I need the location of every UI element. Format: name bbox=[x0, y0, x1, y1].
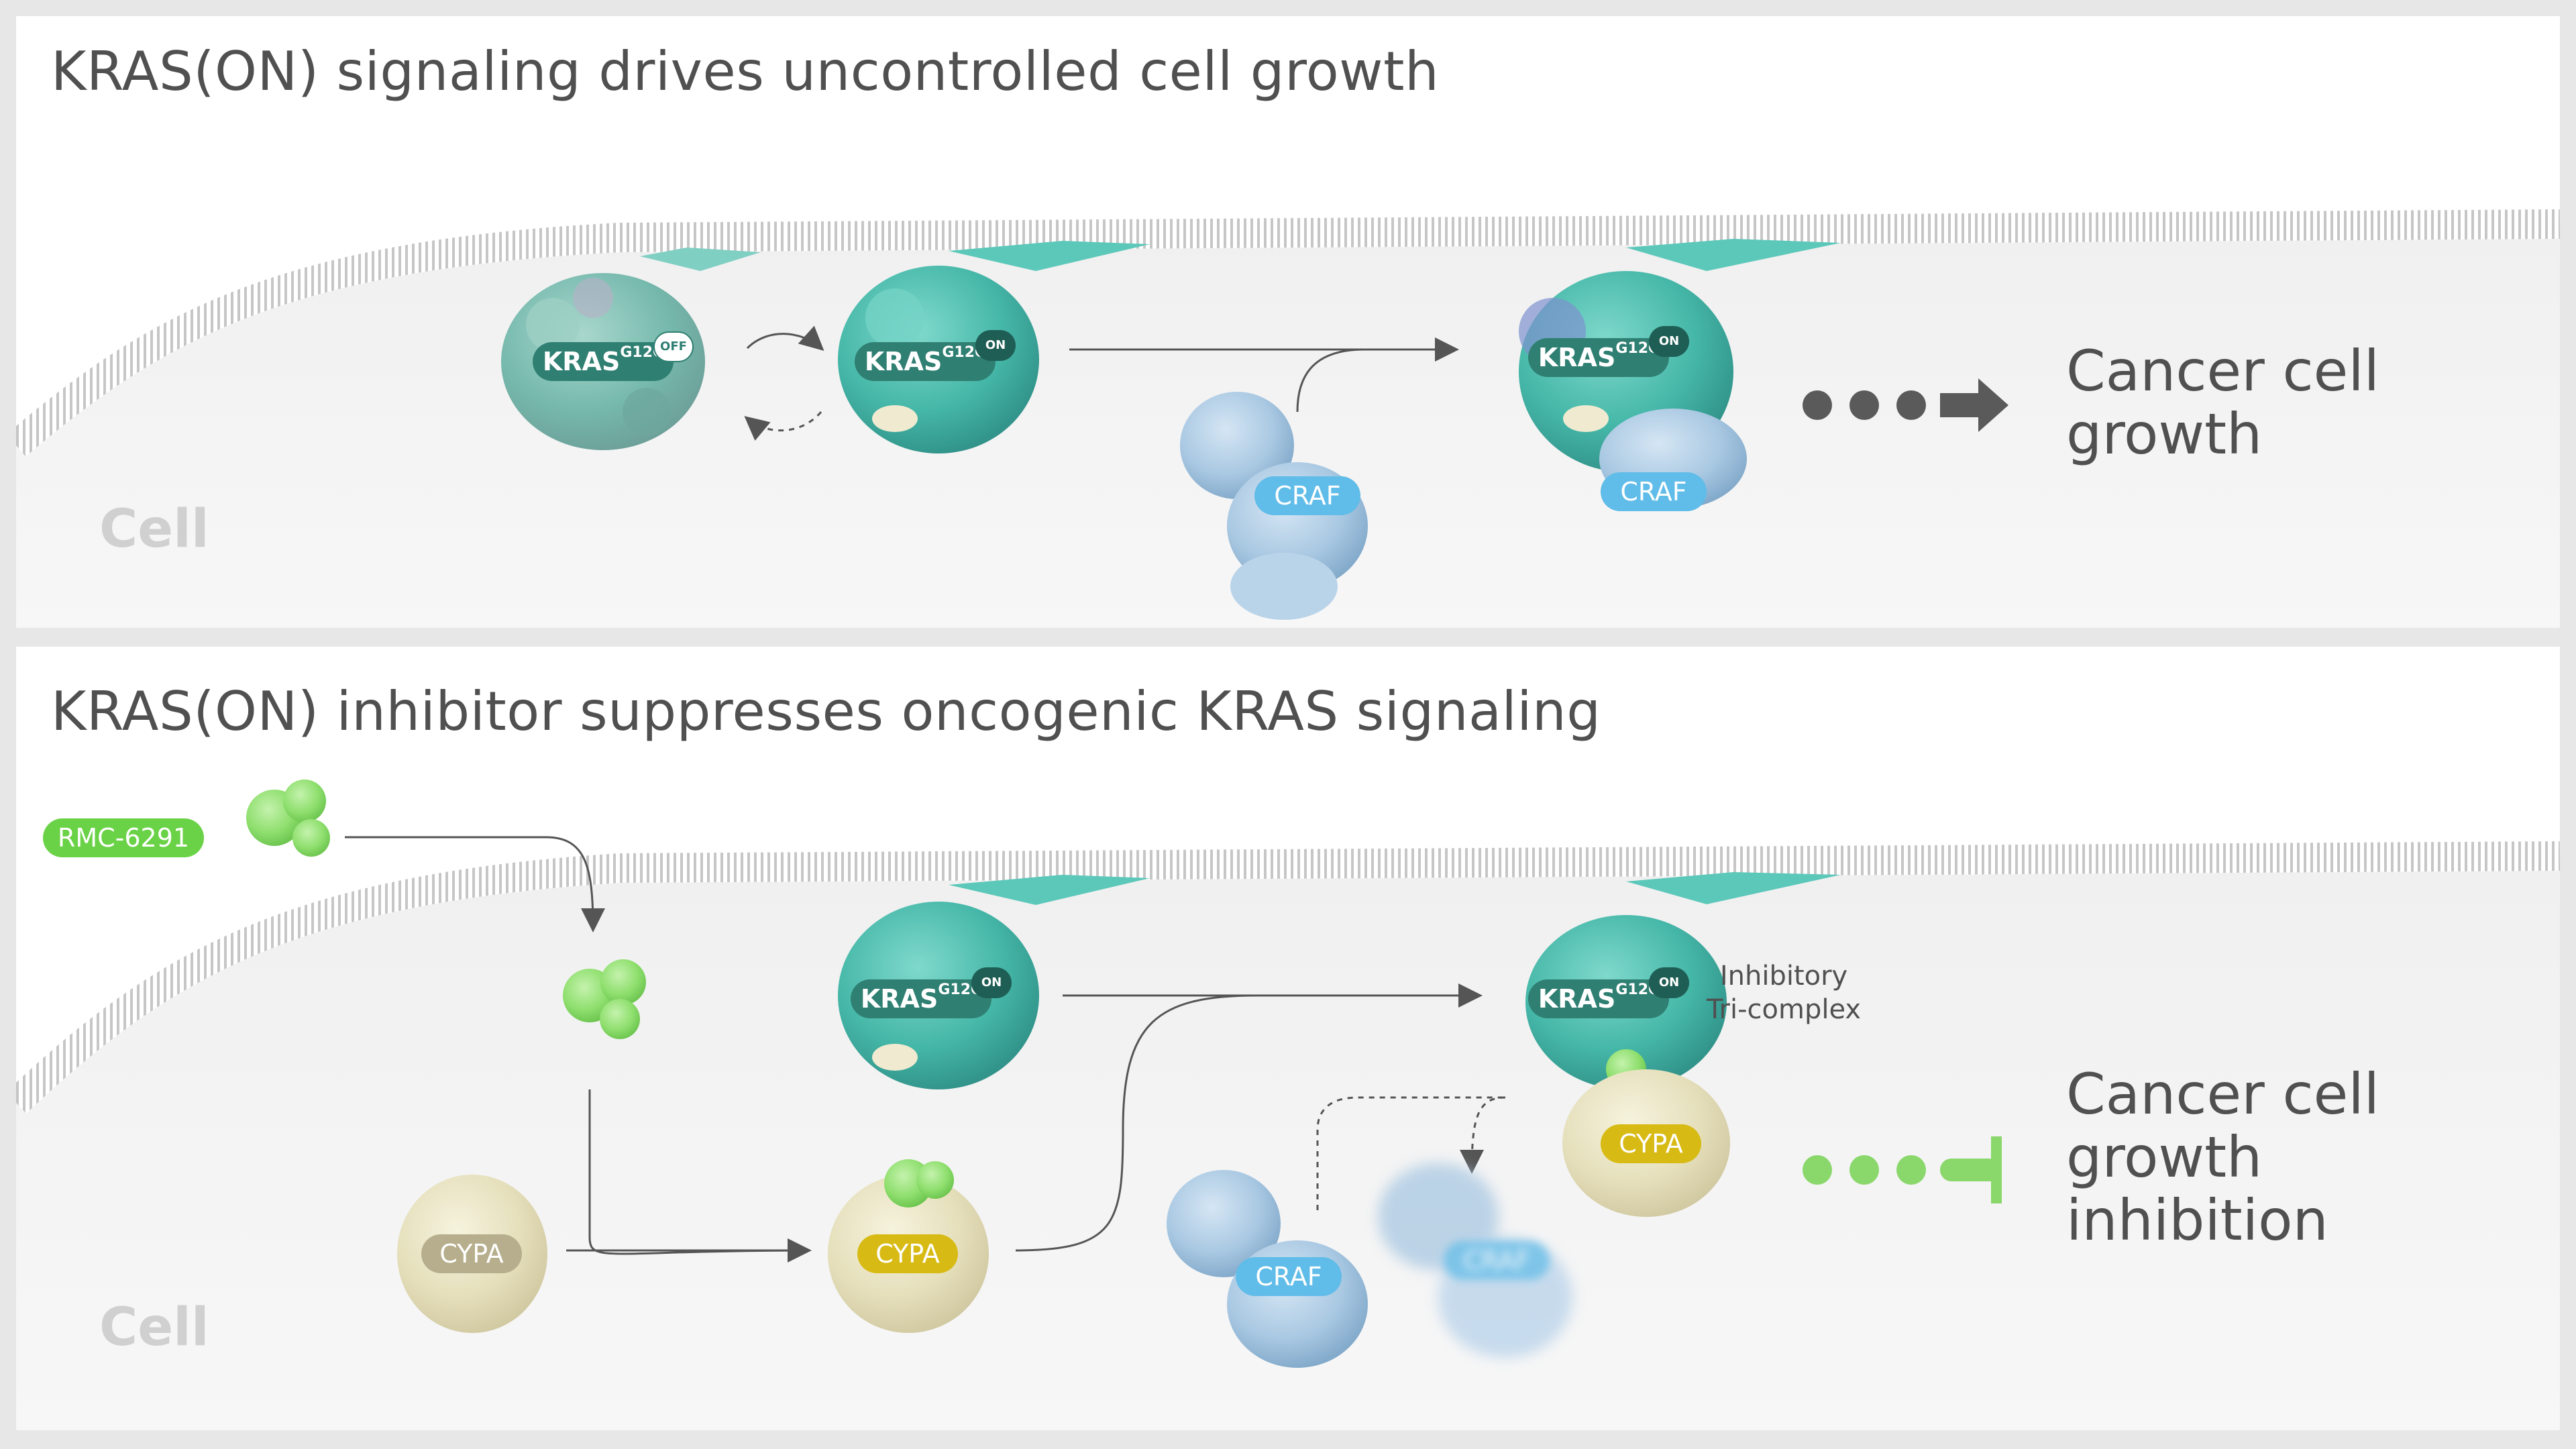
cypa-recruit-arrow bbox=[1015, 994, 1258, 1252]
kras-on-label: KRASG12C bbox=[851, 979, 991, 1018]
panel-bottom-diagram bbox=[16, 780, 2560, 1430]
cypa-complex-label: CYPA bbox=[1601, 1124, 1701, 1163]
panel-kras-inhibitor: KRAS(ON) inhibitor suppresses oncogenic … bbox=[16, 647, 2560, 1430]
kras-mutation: G12C bbox=[1615, 340, 1660, 357]
panel-top-diagram bbox=[16, 209, 2560, 628]
outcome-text: Cancer cell growth inhibition bbox=[2066, 1063, 2379, 1252]
outcome-line: growth bbox=[2066, 1124, 2263, 1190]
rmc-6291-molecule bbox=[246, 780, 330, 857]
tri-complex-annotation: Inhibitory Tri-complex bbox=[1707, 959, 1861, 1026]
annotation-line: Tri-complex bbox=[1707, 994, 1862, 1025]
on-badge: ON bbox=[1649, 326, 1689, 357]
activation-arrow bbox=[746, 325, 824, 352]
cell-membrane bbox=[16, 209, 2560, 457]
kras-mutation: G12C bbox=[938, 981, 982, 998]
cypa-free-label: CYPA bbox=[421, 1234, 522, 1273]
kras-name: KRAS bbox=[864, 347, 943, 376]
kras-name: KRAS bbox=[1538, 984, 1616, 1014]
inhibition-signal-icon bbox=[1803, 1136, 2002, 1203]
cypa-bound-label: CYPA bbox=[857, 1234, 958, 1273]
kras-mutation: G12C bbox=[1615, 981, 1660, 998]
outcome-line: inhibition bbox=[2066, 1187, 2328, 1253]
cell-membrane bbox=[16, 841, 2560, 1114]
kras-name: KRAS bbox=[1538, 343, 1616, 372]
cell-label: Cell bbox=[99, 499, 209, 559]
panel-kras-signaling: KRAS(ON) signaling drives uncontrolled c… bbox=[16, 16, 2560, 628]
craf-label: CRAF bbox=[1236, 1257, 1342, 1296]
outcome-line: Cancer cell bbox=[2066, 1061, 2380, 1127]
on-badge: ON bbox=[1649, 967, 1689, 998]
blocked-binding-arrow bbox=[1460, 1096, 1506, 1174]
off-badge: OFF bbox=[653, 331, 694, 362]
craf-blocked-label: CRAF bbox=[1444, 1241, 1550, 1280]
cell-interior bbox=[16, 856, 2560, 1430]
kras-mutation: G12C bbox=[620, 344, 664, 361]
craf-bound-label: CRAF bbox=[1601, 472, 1707, 511]
on-badge: ON bbox=[971, 967, 1012, 998]
panel-title: KRAS(ON) inhibitor suppresses oncogenic … bbox=[51, 680, 1601, 743]
rmc-6291-label: RMC-6291 bbox=[43, 818, 204, 857]
kras-name: KRAS bbox=[542, 347, 621, 376]
kras-name: KRAS bbox=[860, 984, 938, 1014]
craf-label: CRAF bbox=[1254, 476, 1360, 515]
rmc-6291-inside bbox=[563, 959, 646, 1039]
kras-mutation: G12C bbox=[942, 344, 986, 361]
kras-on-label-complex: KRASG12C bbox=[1528, 979, 1669, 1018]
outcome-line: Cancer cell bbox=[2066, 338, 2380, 404]
annotation-line: Inhibitory bbox=[1719, 961, 1848, 991]
growth-signal-icon bbox=[1803, 378, 2008, 432]
outcome-line: growth bbox=[2066, 401, 2263, 467]
outcome-text: Cancer cell growth bbox=[2066, 339, 2379, 466]
kras-on-label-complex: KRASG12C bbox=[1528, 338, 1669, 377]
drug-entry-arrow bbox=[345, 836, 605, 932]
cell-label: Cell bbox=[99, 1297, 209, 1358]
kras-off-label: KRASG12C bbox=[533, 342, 674, 381]
kras-on-label: KRASG12C bbox=[855, 342, 996, 381]
on-badge: ON bbox=[975, 330, 1016, 361]
craf-recruit-arrow bbox=[1296, 348, 1365, 413]
panel-title: KRAS(ON) signaling drives uncontrolled c… bbox=[51, 40, 1440, 103]
